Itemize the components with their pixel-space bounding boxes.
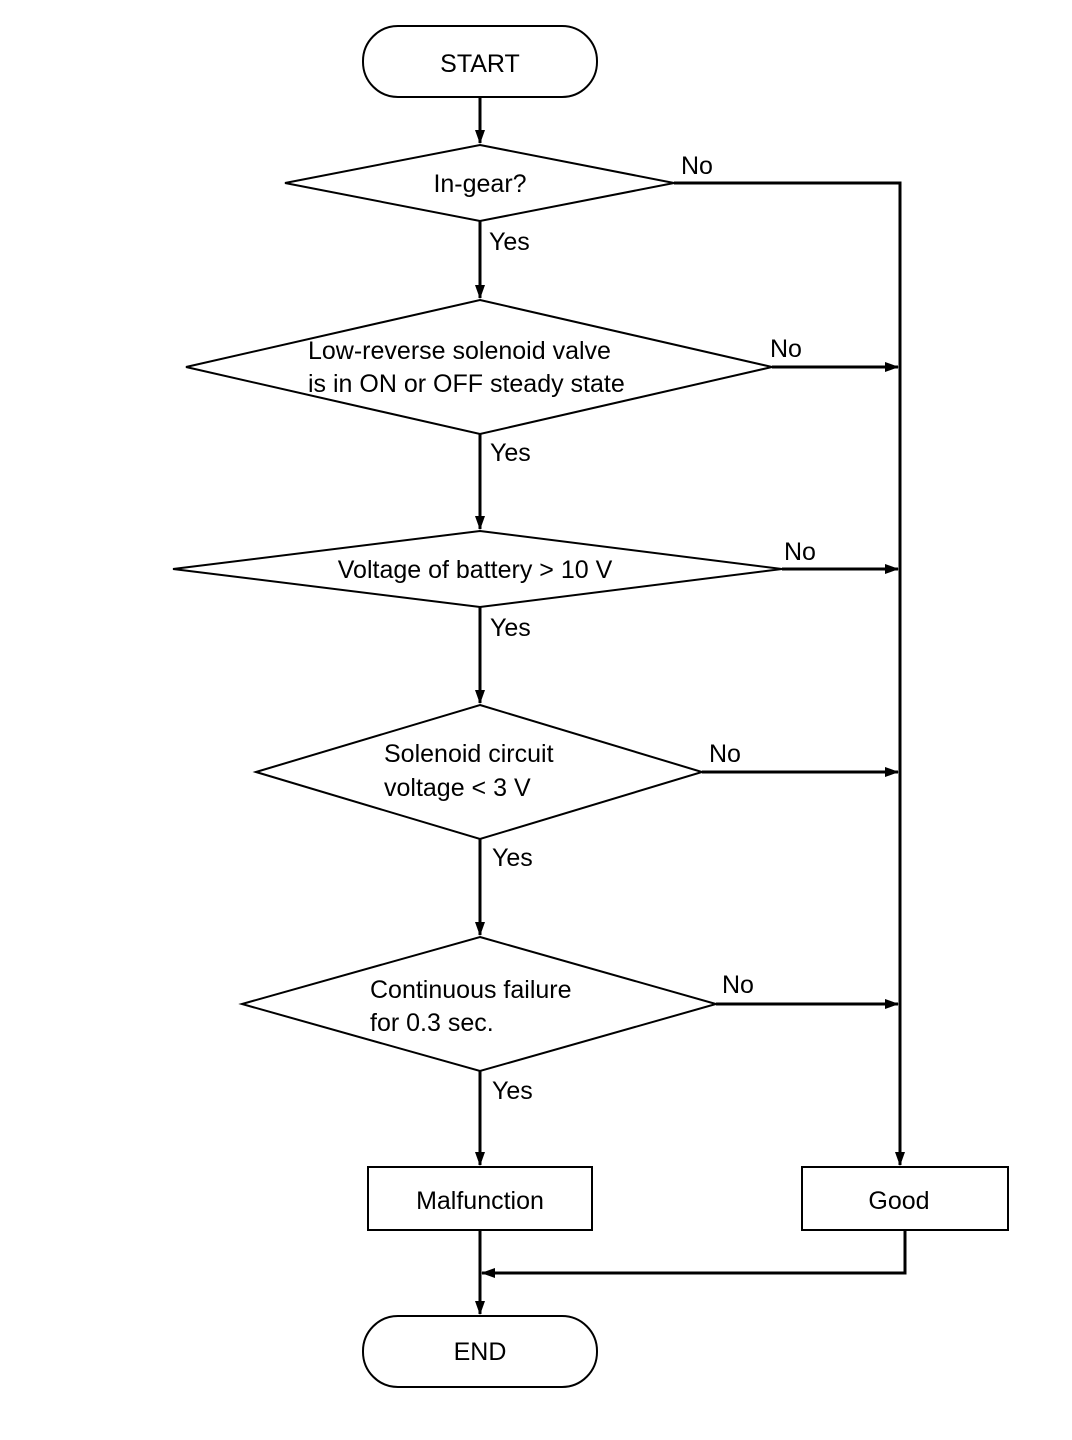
no-label-2: No <box>770 335 802 363</box>
end-terminal <box>362 1315 598 1388</box>
good-box <box>801 1166 1009 1231</box>
malfunction-label: Malfunction <box>416 1187 544 1215</box>
no-label-3: No <box>784 538 816 566</box>
yes-label-1: Yes <box>489 228 530 256</box>
end-label: END <box>454 1338 507 1366</box>
decision-battery-voltage-text: Voltage of battery > 10 V <box>338 556 613 584</box>
decision-continuous-failure-line1: Continuous failure <box>370 976 572 1004</box>
no-label-1: No <box>681 152 713 180</box>
arrow-good-to-end <box>481 1230 907 1278</box>
decision-circuit-voltage-line2: voltage < 3 V <box>384 774 531 802</box>
decision-continuous-failure <box>238 935 720 1073</box>
yes-label-2: Yes <box>490 439 531 467</box>
decision-continuous-failure-line2: for 0.3 sec. <box>370 1009 494 1037</box>
decision-solenoid-state-line1: Low-reverse solenoid valve <box>308 337 611 365</box>
decision-circuit-voltage <box>252 703 706 841</box>
yes-label-3: Yes <box>490 614 531 642</box>
decision-in-gear-text: In-gear? <box>433 170 526 198</box>
decision-circuit-voltage-line1: Solenoid circuit <box>384 740 554 768</box>
no-label-5: No <box>722 971 754 999</box>
decision-solenoid-state-line2: is in ON or OFF steady state <box>308 370 625 398</box>
malfunction-box <box>367 1166 593 1231</box>
start-label: START <box>440 50 520 78</box>
arrow-no-1 <box>674 181 905 1166</box>
no-label-4: No <box>709 740 741 768</box>
decision-solenoid-state <box>185 298 773 436</box>
yes-label-4: Yes <box>492 844 533 872</box>
yes-label-5: Yes <box>492 1077 533 1105</box>
good-label: Good <box>868 1187 929 1215</box>
